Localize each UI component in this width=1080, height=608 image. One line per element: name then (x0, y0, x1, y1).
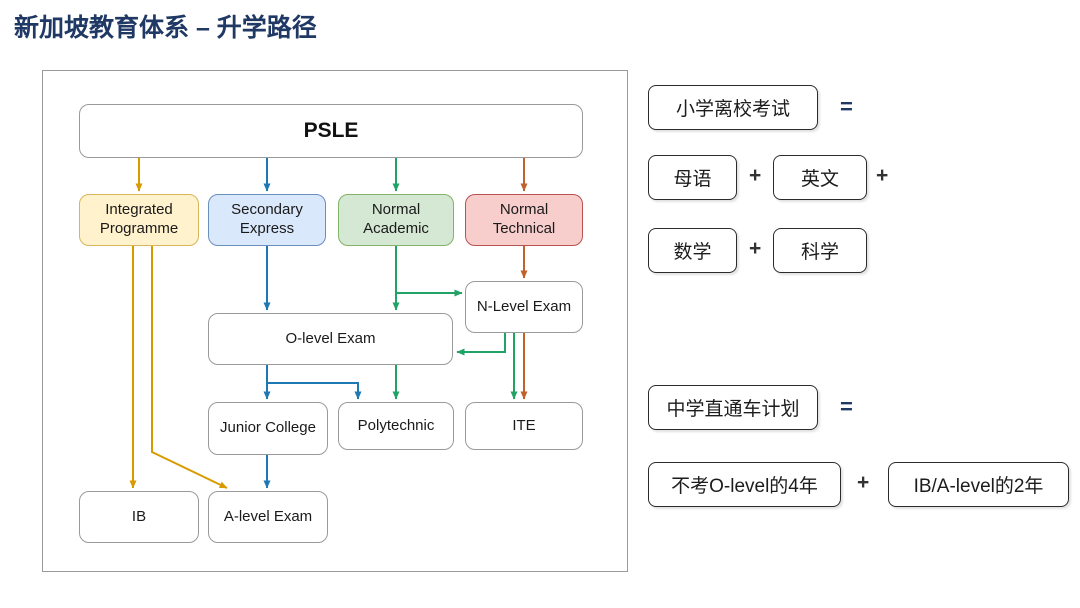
plus-sign: + (876, 164, 889, 187)
ib-node: IB (79, 491, 199, 543)
polytechnic-node: Polytechnic (338, 402, 454, 450)
plus-sign: + (749, 237, 762, 260)
equals-sign: = (840, 94, 853, 119)
integrated-programme-node: Integrated Programme (79, 194, 199, 246)
subject-science-box: 科学 (773, 228, 867, 273)
a-level-exam-node: A-level Exam (208, 491, 328, 543)
plus-sign: + (857, 471, 870, 494)
n-level-exam-node: N-Level Exam (465, 281, 583, 333)
normal-technical-node: Normal Technical (465, 194, 583, 246)
normal-academic-node: Normal Academic (338, 194, 454, 246)
ite-node: ITE (465, 402, 583, 450)
through-train-cn-box: 中学直通车计划 (648, 385, 818, 430)
equals-sign: = (840, 394, 853, 419)
subject-math-box: 数学 (648, 228, 737, 273)
junior-college-node: Junior College (208, 402, 328, 455)
o-level-exam-node: O-level Exam (208, 313, 453, 365)
psle-node: PSLE (79, 104, 583, 158)
plus-sign: + (749, 164, 762, 187)
subject-mother-tongue-box: 母语 (648, 155, 737, 200)
secondary-express-node: Secondary Express (208, 194, 326, 246)
subject-english-box: 英文 (773, 155, 867, 200)
page-title: 新加坡教育体系 – 升学路径 (14, 14, 317, 42)
psle-cn-box: 小学离校考试 (648, 85, 818, 130)
no-olevel-4yr-box: 不考O-level的4年 (648, 462, 841, 507)
ib-alevel-2yr-box: IB/A-level的2年 (888, 462, 1069, 507)
